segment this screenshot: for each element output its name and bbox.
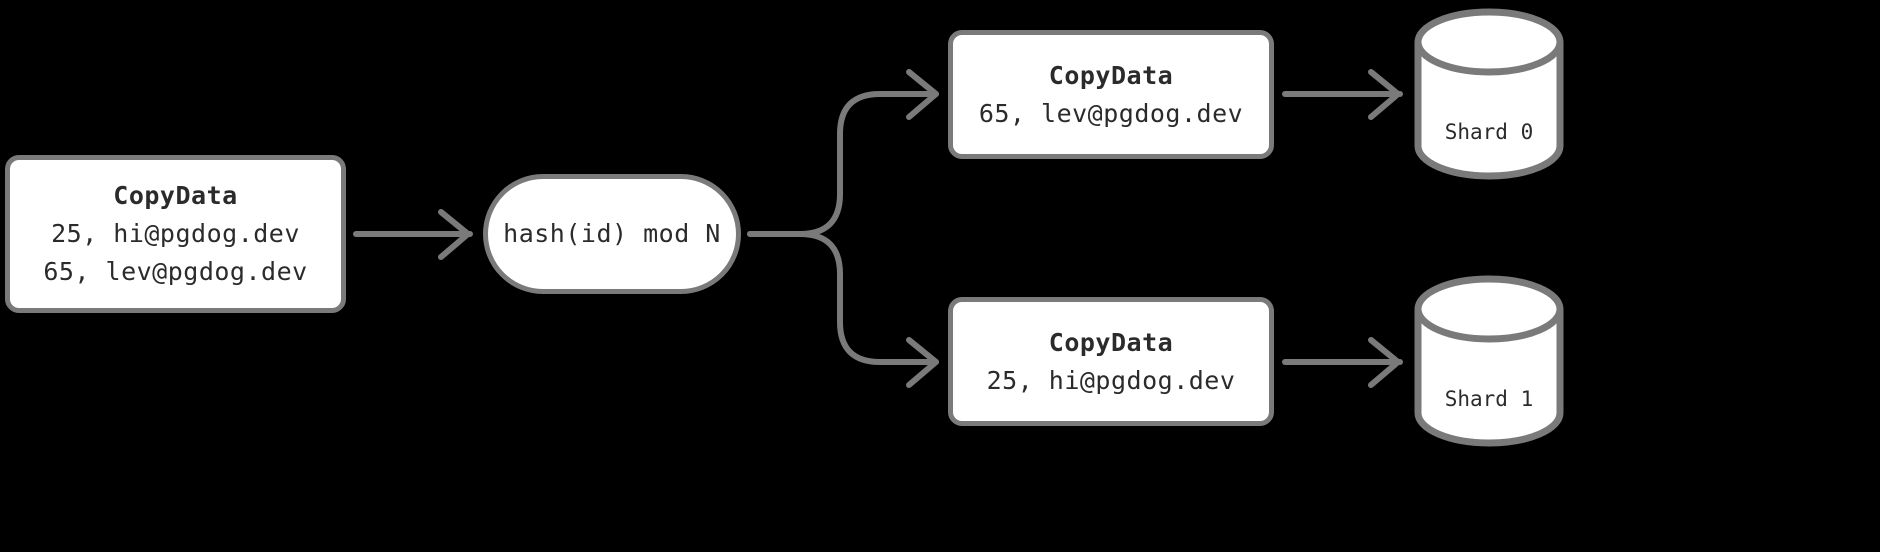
edge-top-copy-to-shard-0: [1282, 69, 1403, 120]
node-bottom-copydata[interactable]: CopyData 25, hi@pgdog.dev: [948, 297, 1274, 426]
node-bottom-title: CopyData: [1048, 327, 1174, 357]
node-source-title: CopyData: [113, 181, 238, 210]
node-top-row-0: 65, lev@pgdog.dev: [978, 98, 1244, 128]
shard-1-label: Shard 1: [1444, 387, 1534, 411]
database-cylinder-icon: [1414, 275, 1564, 447]
edge-source-to-hash: [353, 209, 473, 260]
node-top-title: CopyData: [1048, 60, 1174, 90]
shard-0-label: Shard 0: [1444, 120, 1534, 144]
node-hash-label: hash(id) mod N: [503, 219, 721, 248]
node-source-copydata[interactable]: CopyData 25, hi@pgdog.dev 65, lev@pgdog.…: [5, 155, 346, 313]
shard-1-database[interactable]: Shard 1: [1413, 275, 1565, 447]
node-top-copydata[interactable]: CopyData 65, lev@pgdog.dev: [948, 30, 1274, 159]
edge-hash-to-bottom-copy: [747, 231, 939, 388]
edge-bottom-copy-to-shard-1: [1282, 337, 1403, 388]
node-source-row-0: 25, hi@pgdog.dev: [51, 219, 300, 248]
node-bottom-row-0: 25, hi@pgdog.dev: [986, 365, 1236, 395]
node-hash-function[interactable]: hash(id) mod N: [483, 174, 741, 294]
database-cylinder-icon: [1414, 8, 1564, 180]
shard-0-database[interactable]: Shard 0: [1413, 8, 1565, 180]
edge-hash-to-top-copy: [747, 69, 939, 237]
node-source-row-1: 65, lev@pgdog.dev: [43, 257, 308, 286]
